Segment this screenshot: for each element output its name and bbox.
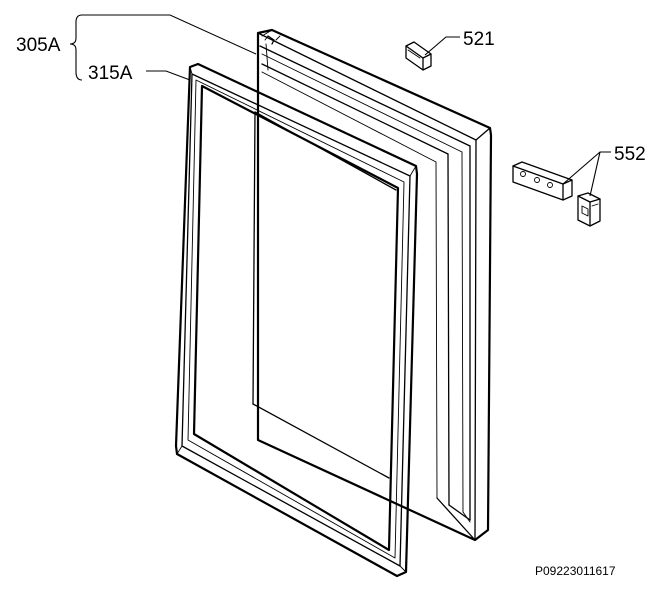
door-gasket xyxy=(174,62,419,578)
callout-305a: 305A xyxy=(16,35,61,56)
part-552-hinge-bracket xyxy=(577,192,601,227)
callout-315a: 315A xyxy=(88,63,133,84)
callout-552: 552 xyxy=(614,144,646,165)
part-552-hinge-plate xyxy=(512,161,573,201)
part-521-clip xyxy=(405,41,432,71)
leader-lines xyxy=(69,14,611,197)
callout-521: 521 xyxy=(463,29,495,50)
door-panel xyxy=(256,28,493,542)
drawing-code: P09223011617 xyxy=(535,564,616,578)
